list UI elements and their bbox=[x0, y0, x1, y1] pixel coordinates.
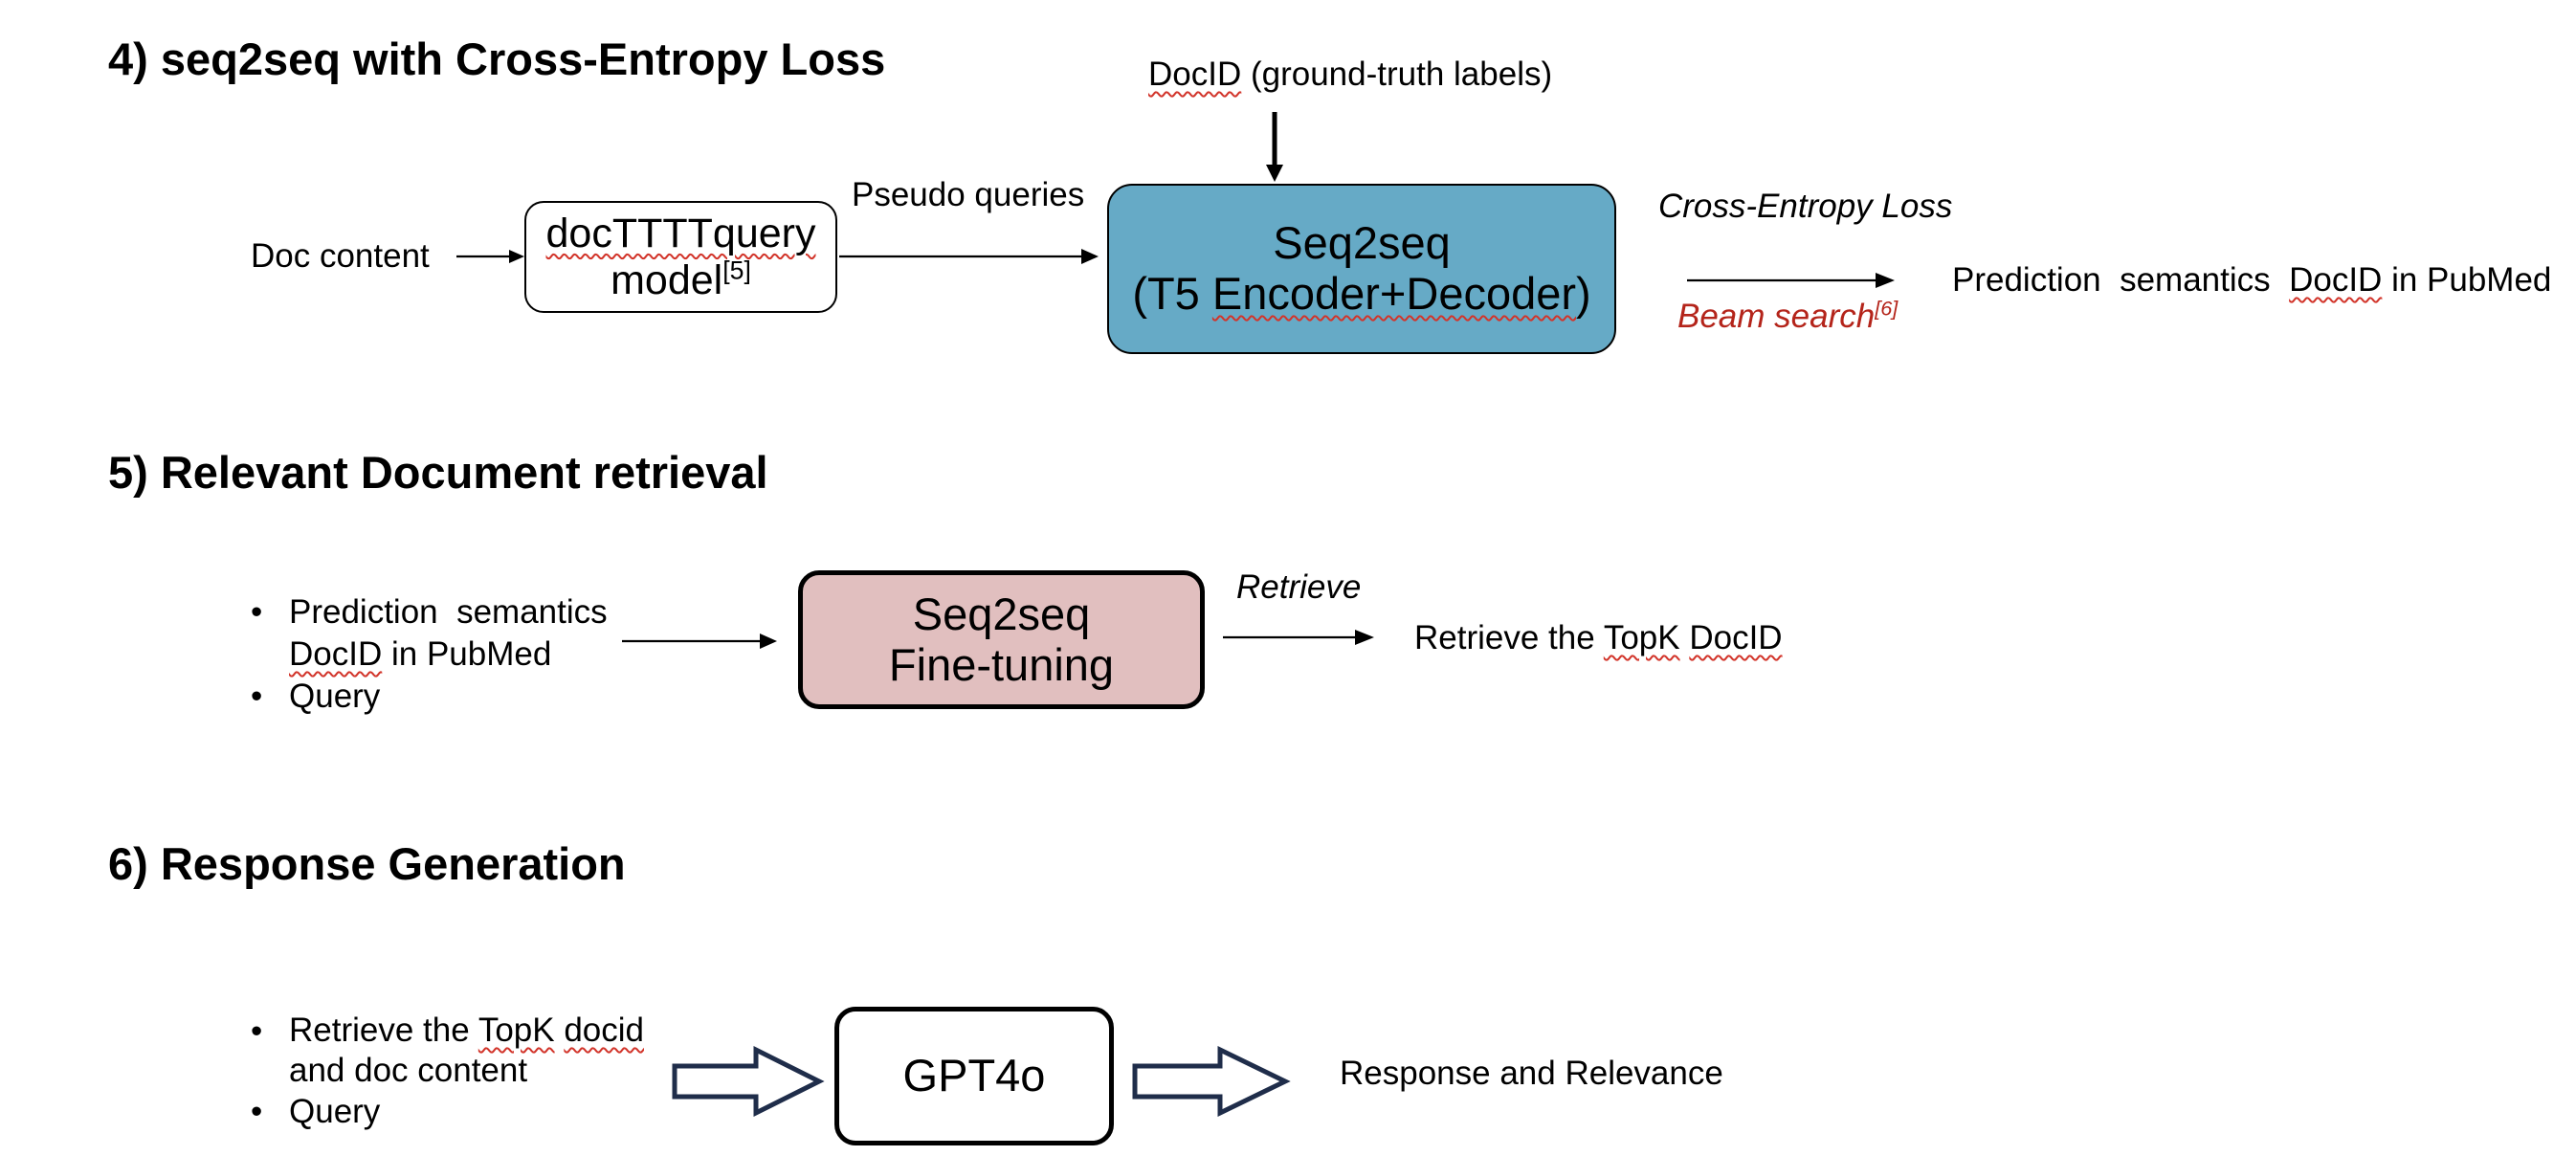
doc-content-label: Doc content bbox=[251, 237, 430, 275]
retrieve-topk-word: TopK bbox=[1603, 619, 1680, 656]
gpt4o-label: GPT4o bbox=[902, 1050, 1046, 1101]
arrow-doc-to-model bbox=[456, 250, 524, 263]
retrieval-input-prediction-docid: DocID bbox=[289, 634, 383, 673]
section-6-heading: 6) Response Generation bbox=[108, 838, 626, 889]
bullet-glyph: • bbox=[251, 1012, 263, 1050]
generation-inputs-list: • Retrieve the TopK docid and doc conten… bbox=[251, 1011, 644, 1133]
retrieval-inputs-list: • Prediction semantics DocID in PubMed •… bbox=[251, 591, 608, 717]
finetune-title: Seq2seq bbox=[912, 588, 1091, 639]
gpt4o-box: GPT4o bbox=[834, 1007, 1114, 1145]
retrieve-topk-pre: Retrieve the bbox=[1414, 619, 1604, 656]
arrow-seq2seq-to-prediction bbox=[1687, 273, 1895, 288]
seq2seq-t5-box: Seq2seq (T5 Encoder+Decoder) bbox=[1107, 184, 1616, 354]
generation-input-query: • Query bbox=[251, 1091, 644, 1133]
doctttt-query-model-box: docTTTTquery model[5] bbox=[524, 201, 837, 313]
generation-input-topk-line2: and doc content bbox=[289, 1052, 528, 1089]
beam-search-text: Beam search bbox=[1677, 298, 1876, 335]
doctttt-model-line: model[5] bbox=[611, 257, 751, 303]
arrow-finetune-to-retrieve bbox=[1223, 630, 1374, 645]
section-5-heading: 5) Relevant Document retrieval bbox=[108, 447, 768, 498]
retrieve-topk-docid-label: Retrieve the TopK DocID bbox=[1414, 618, 1783, 658]
arrow-inputs-to-finetune bbox=[622, 634, 777, 649]
beam-search-label: Beam search[6] bbox=[1677, 297, 1898, 337]
beam-search-ref: [6] bbox=[1875, 296, 1899, 321]
bullet-glyph: • bbox=[251, 1093, 263, 1130]
generation-input-topk-text: Retrieve the TopK docid and doc content bbox=[289, 1011, 644, 1091]
docid-ground-truth-label: DocID (ground-truth labels) bbox=[1148, 55, 1552, 95]
block-arrow-gpt4o-to-response bbox=[1132, 1046, 1291, 1117]
generation-input-topk-word: TopK bbox=[477, 1012, 555, 1049]
cross-entropy-loss-label: Cross-Entropy Loss bbox=[1658, 188, 1953, 225]
seq2seq-subtitle: (T5 Encoder+Decoder) bbox=[1132, 268, 1591, 320]
generation-input-topk-docid: docid bbox=[564, 1012, 644, 1049]
retrieval-input-query-text: Query bbox=[289, 677, 381, 715]
pseudo-queries-label: Pseudo queries bbox=[852, 176, 1085, 213]
doctttt-query-name: docTTTTquery bbox=[545, 211, 816, 257]
retrieval-input-prediction-text: Prediction semantics DocID in PubMed bbox=[289, 591, 608, 676]
retrieve-topk-docid: DocID bbox=[1689, 619, 1783, 656]
section-4-heading: 4) seq2seq with Cross-Entropy Loss bbox=[108, 33, 886, 84]
docid-ground-truth-docid: DocID bbox=[1148, 56, 1242, 93]
retrieval-input-prediction-line2: in PubMed bbox=[382, 634, 552, 673]
seq2seq-subtitle-pre: (T5 bbox=[1132, 268, 1212, 319]
retrieve-label: Retrieve bbox=[1236, 568, 1362, 606]
arrow-docid-to-seq2seq bbox=[1266, 112, 1283, 182]
generation-input-query-text: Query bbox=[289, 1093, 381, 1130]
docid-ground-truth-rest: (ground-truth labels) bbox=[1241, 56, 1553, 93]
retrieval-input-prediction-line1: Prediction semantics bbox=[289, 593, 608, 631]
block-arrow-inputs-to-gpt4o bbox=[672, 1045, 825, 1118]
doctttt-model-ref: [5] bbox=[722, 256, 751, 285]
response-relevance-label: Response and Relevance bbox=[1340, 1055, 1723, 1092]
retrieval-input-prediction: • Prediction semantics DocID in PubMed bbox=[251, 591, 608, 676]
retrieval-input-query: • Query bbox=[251, 676, 608, 718]
seq2seq-subtitle-post: ) bbox=[1576, 268, 1591, 319]
prediction-output-post: in PubMed bbox=[2382, 261, 2552, 299]
arrow-model-to-seq2seq bbox=[839, 249, 1099, 264]
bullet-glyph: • bbox=[251, 677, 263, 715]
generation-input-topk: • Retrieve the TopK docid and doc conten… bbox=[251, 1011, 644, 1091]
generation-input-topk-pre: Retrieve the bbox=[289, 1012, 478, 1049]
finetune-subtitle: Fine-tuning bbox=[888, 638, 1115, 690]
seq2seq-title: Seq2seq bbox=[1273, 217, 1451, 269]
bullet-glyph: • bbox=[251, 593, 263, 631]
doctttt-model-word: model bbox=[611, 256, 723, 303]
seq2seq-finetuning-box: Seq2seq Fine-tuning bbox=[798, 570, 1205, 709]
prediction-output-pre: Prediction semantics bbox=[1952, 261, 2290, 299]
prediction-output-docid: DocID bbox=[2289, 261, 2383, 299]
prediction-output-label: Prediction semantics DocID in PubMed bbox=[1952, 260, 2551, 300]
seq2seq-subtitle-mid: Encoder+Decoder bbox=[1211, 268, 1577, 319]
